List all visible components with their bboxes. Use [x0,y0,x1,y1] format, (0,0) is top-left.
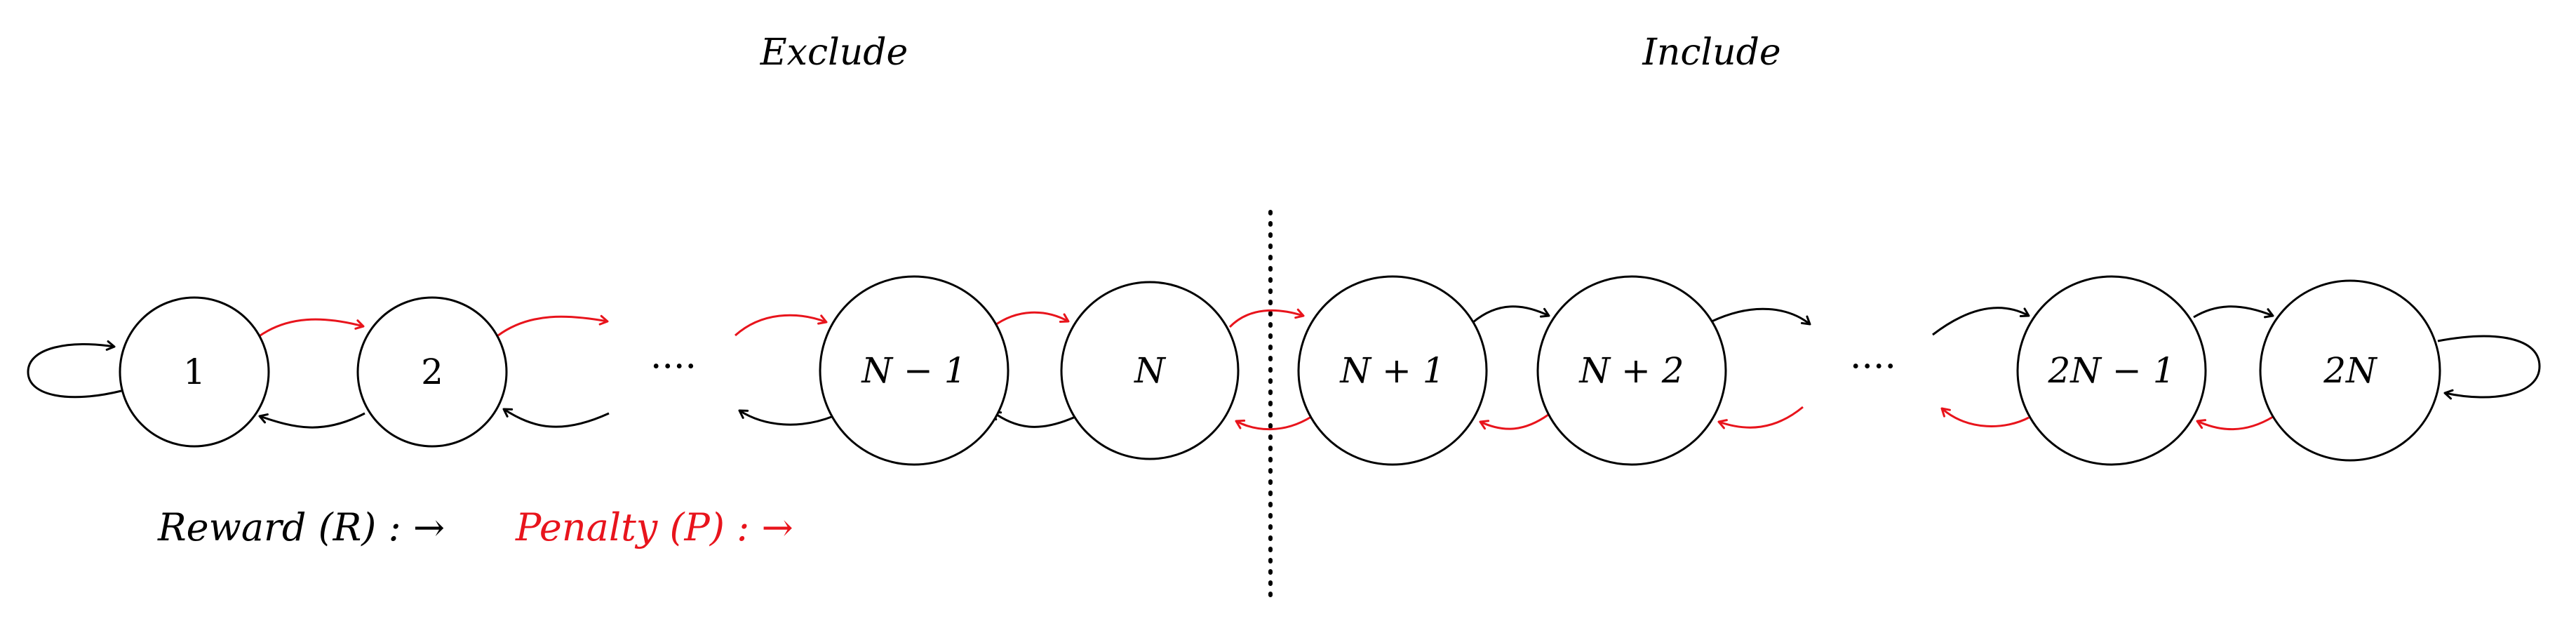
exclude-title: Exclude [760,32,908,74]
state-label: N + 2 [1578,350,1684,391]
state-label: 1 [183,352,206,392]
reward-edge-Np2-to-dots [1711,307,1811,326]
reward-edge-dots-to-2Nm1 [1932,307,2030,336]
penalty-edge-Np1-to-N [1235,415,1312,431]
reward-edge-Nm1-to-dots [738,409,834,426]
state-label: 2N [2323,350,2378,391]
state-circle [1536,275,1727,466]
state-label: 2N − 1 [2047,350,2175,391]
penalty-edge-2Nm1-to-dots [1940,407,2030,427]
reward-edge-self-1 [27,340,122,399]
legend-reward: Reward (R) : → [157,505,445,549]
reward-edge-dots-to-2 [502,408,610,428]
penalty-edge-Nm1-to-N [993,311,1070,328]
state-N: N [1060,281,1240,460]
state-label: N + 1 [1339,350,1444,391]
state-label: 2 [421,352,443,392]
reward-edge-self-2N [2437,335,2541,400]
reward-edge-2-to-1 [258,412,365,429]
state-circle [1060,281,1240,460]
penalty-edge-N-to-Np1 [1228,308,1305,328]
reward-edge-2Nm1-to-2N [2193,305,2274,319]
state-2N: 2N [2259,279,2441,462]
penalty-edge-1-to-2 [257,318,365,338]
penalty-edge-dots-to-Np2 [1717,406,1804,429]
state-circle [119,296,270,448]
penalty-edge-Np2-to-Np1 [1479,413,1549,430]
state-label: N − 1 [861,350,966,391]
penalty-edge-dots-to-Nm1 [734,314,828,337]
state-circle [356,296,508,448]
state-2N-minus-1: 2N − 1 [2016,275,2207,466]
legend-penalty: Penalty (P) : → [515,505,793,549]
state-circle [1297,275,1488,466]
penalty-edge-2-to-dots [497,314,609,337]
state-circle [819,275,1009,466]
state-circle [2259,279,2441,462]
state-N-minus-1: N − 1 [819,275,1009,466]
ellipsis-right: ···· [1850,346,1896,388]
state-1: 1 [119,296,270,448]
penalty-edges [257,308,2274,431]
state-N-plus-1: N + 1 [1297,275,1488,466]
state-circle [2016,275,2207,466]
state-label: N [1134,350,1167,391]
penalty-edge-2N-to-2Nm1 [2196,415,2274,431]
reward-edge-Np1-to-Np2 [1473,305,1550,324]
state-2: 2 [356,296,508,448]
state-N-plus-2: N + 2 [1536,275,1727,466]
include-title: Include [1642,32,1780,74]
ellipsis-left: ···· [650,346,697,388]
reward-edge-N-to-Nm1 [991,411,1078,428]
reward-edges [27,305,2541,429]
